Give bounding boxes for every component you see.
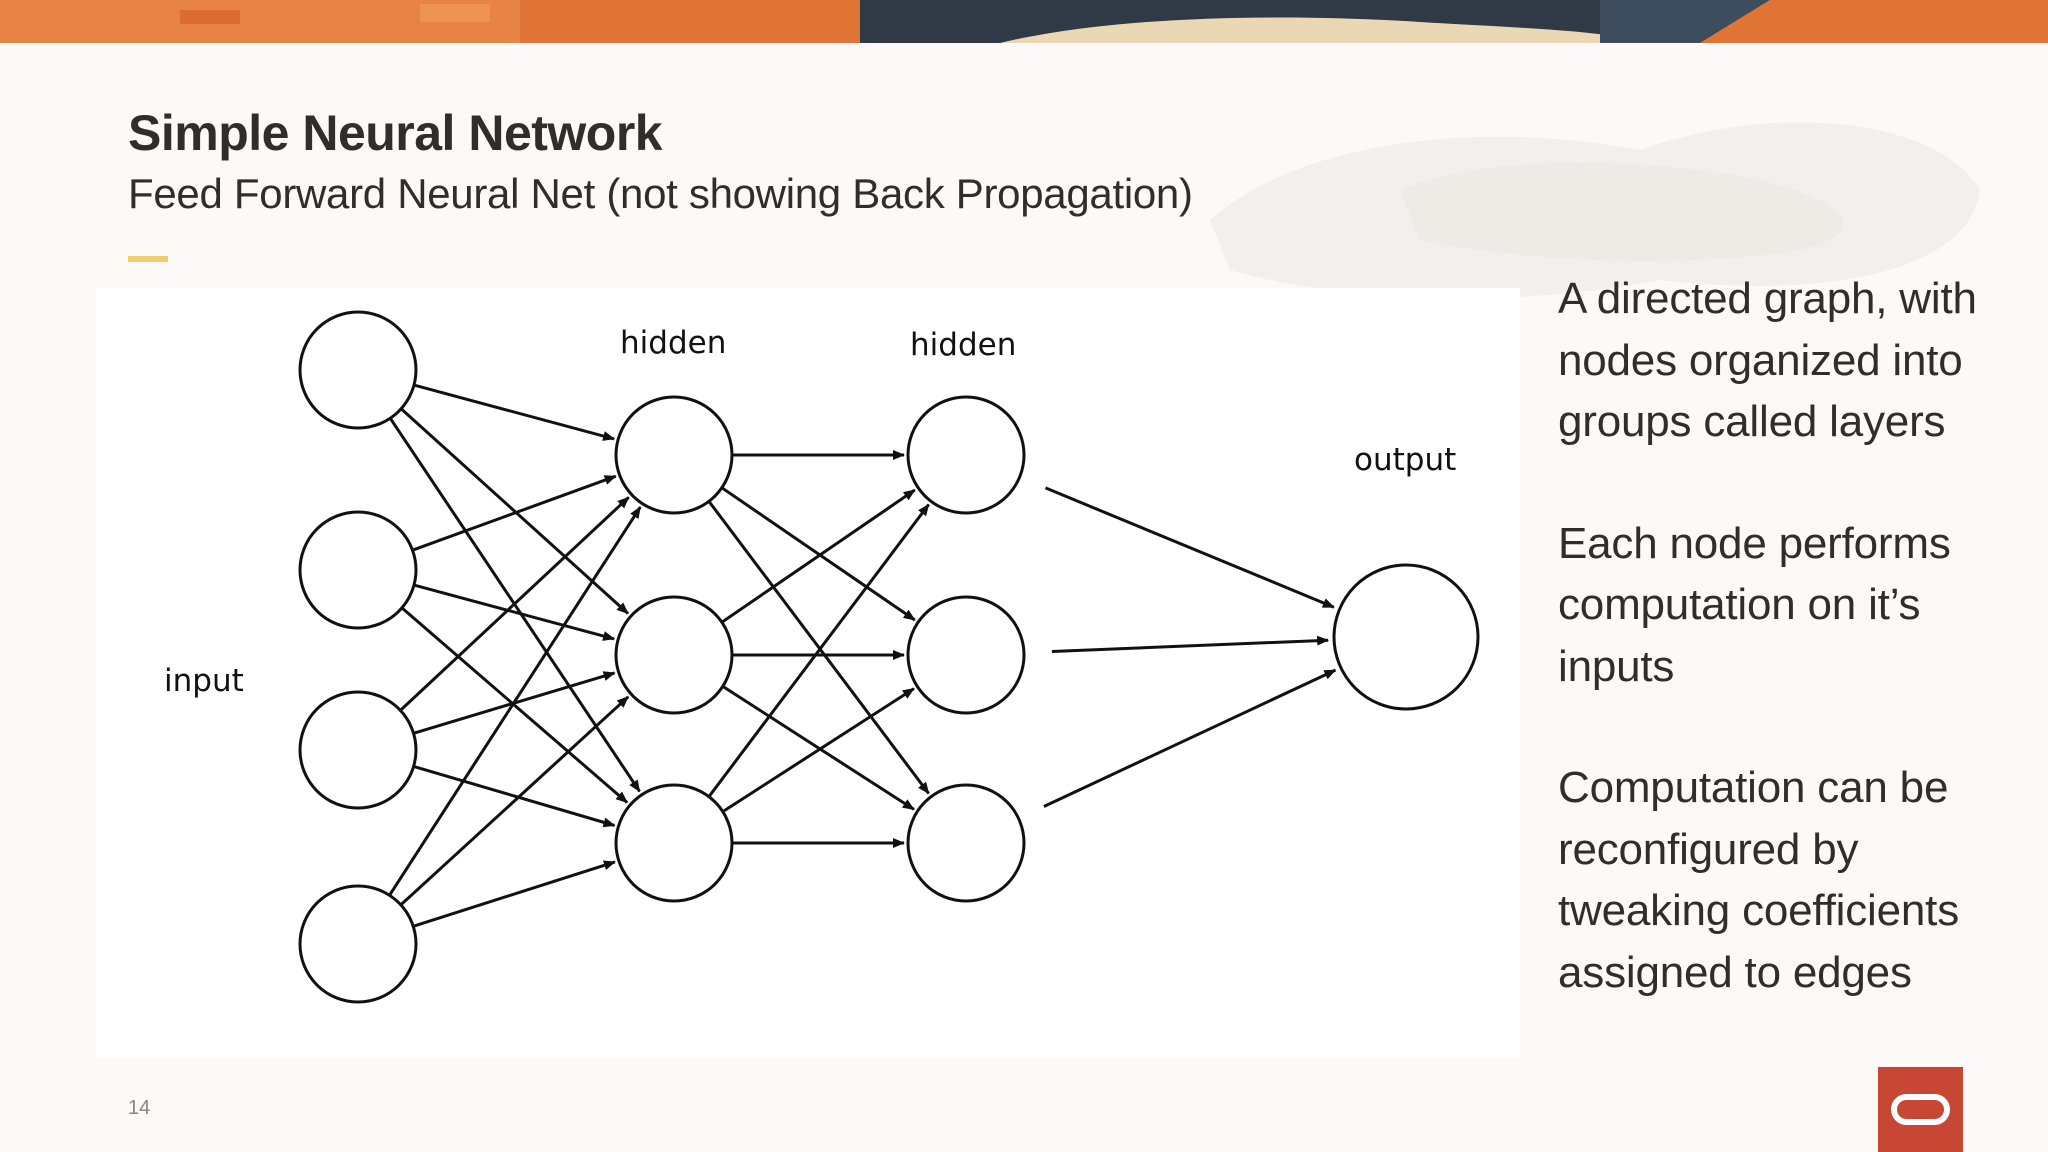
node-layer0-0 <box>298 310 418 430</box>
edge-l1-0-to-1 <box>721 486 916 622</box>
edges <box>388 383 1337 928</box>
edge-l0-0-to-0 <box>413 383 616 441</box>
edge-l1-0-to-2 <box>707 500 930 795</box>
layer-label-input: input <box>164 663 244 699</box>
edge-l1-2-to-0 <box>707 503 930 798</box>
node-layer0-1 <box>298 510 418 630</box>
edge-l1-1-to-2 <box>721 685 915 811</box>
edge-l0-3-to-2 <box>412 860 616 928</box>
layer-label-output: output <box>1354 442 1456 478</box>
bullet-directed-graph: A directed graph, with nodes organized i… <box>1558 274 1977 446</box>
edge-l0-1-to-0 <box>411 474 617 552</box>
node-layer3-0 <box>1332 563 1480 711</box>
edge-l0-3-to-1 <box>399 695 630 907</box>
edge-l0-1-to-2 <box>400 606 629 804</box>
bullet-node-computation: Each node performs computation on it’s i… <box>1558 518 1951 691</box>
edge-l1-2-to-1 <box>721 687 915 813</box>
edge-l2-0-to-0 <box>1044 486 1335 609</box>
top-banner <box>0 0 2048 43</box>
edge-l1-1-to-0 <box>721 488 916 624</box>
layer-label-hidden-2: hidden <box>910 327 1016 363</box>
edge-l0-2-to-2 <box>413 764 616 828</box>
oracle-logo-icon <box>1878 1067 1963 1152</box>
edge-l2-2-to-0 <box>1043 668 1337 808</box>
bullet-list: A directed graph, with nodes organized i… <box>1558 268 2038 1063</box>
node-layer0-2 <box>298 690 418 810</box>
neural-network-diagram: input hidden hidden output <box>96 288 1520 1058</box>
bullet-reconfigure: Computation can be reconfigured by tweak… <box>1558 763 1959 997</box>
node-layer2-0 <box>906 395 1026 515</box>
edge-l0-3-to-0 <box>388 506 642 897</box>
slide-subtitle: Feed Forward Neural Net (not showing Bac… <box>128 170 1193 217</box>
node-layer1-1 <box>614 595 734 715</box>
layer-label-hidden-1: hidden <box>620 325 726 361</box>
edge-l0-1-to-1 <box>413 583 616 641</box>
node-layer2-2 <box>906 783 1026 903</box>
slide-title: Simple Neural Network <box>128 105 663 161</box>
nodes <box>298 310 1480 1004</box>
edge-l0-2-to-0 <box>399 496 630 712</box>
edge-l2-1-to-0 <box>1051 635 1330 653</box>
background-texture <box>1210 122 1980 299</box>
node-layer1-2 <box>614 783 734 903</box>
accent-bar <box>128 256 168 262</box>
node-layer0-3 <box>298 884 418 1004</box>
node-layer2-1 <box>906 595 1026 715</box>
edge-l0-0-to-1 <box>400 407 630 615</box>
node-layer1-0 <box>614 395 734 515</box>
page-number: 14 <box>128 1097 151 1119</box>
network-graph: input hidden hidden output <box>164 310 1480 1004</box>
